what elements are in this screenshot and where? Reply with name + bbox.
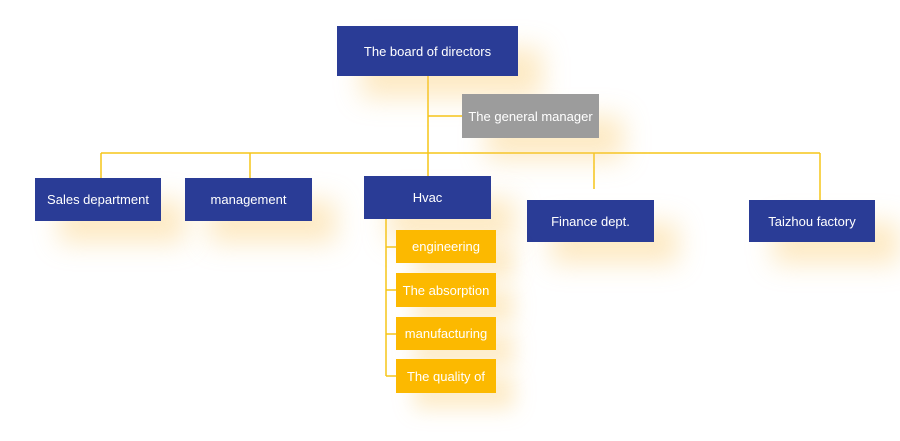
board-of-directors-node: The board of directors <box>337 26 518 76</box>
department-node-taizhou: Taizhou factory <box>749 200 875 242</box>
node-label: The general manager <box>468 108 593 124</box>
node-label: Taizhou factory <box>768 213 856 229</box>
hvac-child-manufacturing: manufacturing <box>396 317 496 350</box>
hvac-child-absorption: The absorption <box>396 273 496 307</box>
node-label: The absorption <box>402 282 490 298</box>
general-manager-node: The general manager <box>462 94 599 138</box>
node-label: The quality of <box>406 368 486 384</box>
hvac-child-quality: The quality of <box>396 359 496 393</box>
node-label: Finance dept. <box>551 213 630 229</box>
node-label: management <box>210 192 287 207</box>
department-node-hvac: Hvac <box>364 176 491 219</box>
node-label: engineering <box>412 239 480 254</box>
node-label: The board of directors <box>363 43 492 59</box>
department-node-finance: Finance dept. <box>527 200 654 242</box>
department-node-sales: Sales department <box>35 178 161 221</box>
node-label: manufacturing <box>404 326 488 341</box>
node-label: Hvac <box>412 190 443 205</box>
node-label: Sales department <box>47 192 149 207</box>
department-node-management: management <box>185 178 312 221</box>
hvac-child-engineering: engineering <box>396 230 496 263</box>
